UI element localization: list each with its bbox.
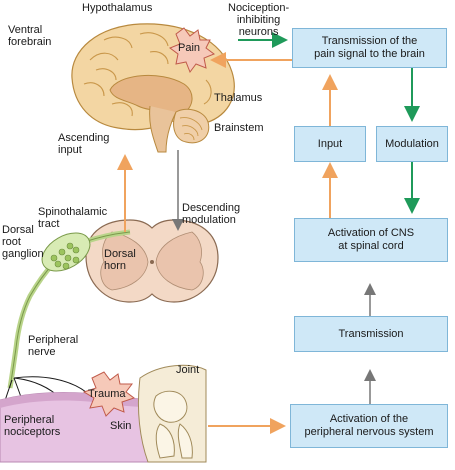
box-transmission-to-brain: Transmission of the pain signal to the b… (292, 28, 447, 68)
label-dorsal-root-ganglion: Dorsal root ganglion (2, 224, 44, 260)
box-modulation: Modulation (376, 126, 448, 162)
label-spinothalamic-tract: Spinothalamic tract (38, 206, 108, 230)
label-thalamus: Thalamus (214, 92, 263, 104)
label-dorsal-horn: Dorsal horn (104, 248, 136, 272)
spinal-cord-section (85, 219, 219, 303)
box-input: Input (294, 126, 366, 162)
label-peripheral-nociceptors: Peripheral nociceptors (4, 414, 61, 438)
label-descending-modulation: Descending modulation (182, 202, 241, 226)
box-activation-pns: Activation of the peripheral nervous sys… (290, 404, 448, 448)
label-skin: Skin (110, 420, 132, 432)
label-ascending-input: Ascending input (58, 132, 110, 156)
box-transmission: Transmission (294, 316, 448, 352)
label-nociception-inhibiting-neurons: Nociception- inhibiting neurons (228, 2, 290, 38)
box-activation-cns: Activation of CNS at spinal cord (294, 218, 448, 262)
pain-burst (168, 27, 216, 74)
trauma-burst (82, 371, 136, 417)
label-joint: Joint (176, 364, 200, 376)
label-hypothalamus: Hypothalamus (82, 2, 153, 14)
label-ventral-forebrain: Ventral forebrain (8, 24, 52, 48)
label-brainstem: Brainstem (214, 122, 264, 134)
label-trauma: Trauma (88, 388, 126, 400)
joint-illustration (137, 364, 207, 463)
label-peripheral-nerve: Peripheral nerve (28, 334, 79, 358)
label-pain: Pain (178, 42, 201, 54)
